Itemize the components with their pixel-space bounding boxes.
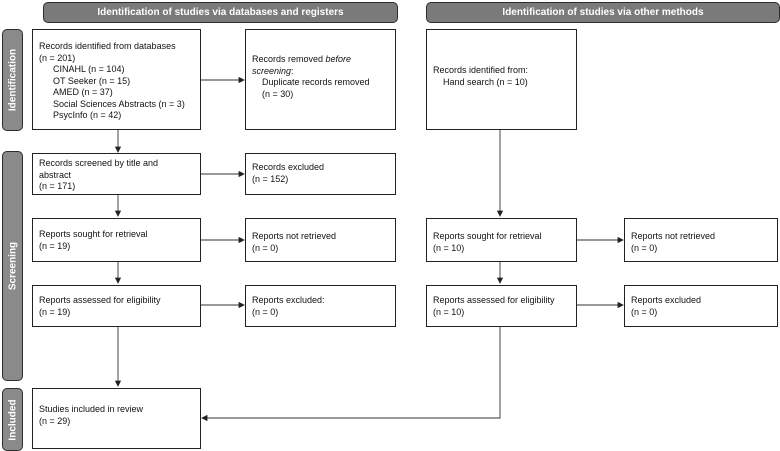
box-reports-excluded-other: Reports excluded (n = 0) (624, 285, 778, 327)
source-item: PsycInfo (n = 42) (53, 110, 122, 120)
box-records-excluded: Records excluded (n = 152) (245, 153, 396, 195)
box-reports-assessed-other: Reports assessed for eligibility (n = 10… (426, 285, 577, 327)
phase-included: Included (2, 388, 23, 451)
box-records-screened: Records screened by title and abstract (… (32, 153, 201, 195)
source-item: OT Seeker (n = 15) (53, 75, 131, 86)
box-reports-excluded-db: Reports excluded: (n = 0) (245, 285, 396, 327)
source-item: CINAHL (n = 104) (53, 64, 125, 74)
header-databases: Identification of studies via databases … (43, 2, 398, 23)
source-item: Social Sciences Abstracts (n = 3) (53, 98, 185, 109)
box-reports-not-retrieved-other: Reports not retrieved (n = 0) (624, 218, 778, 262)
arrow-other-assessed-to-included (201, 327, 501, 422)
box-reports-sought-other: Reports sought for retrieval (n = 10) (426, 218, 577, 262)
box-records-removed: Records removed before screening: Duplic… (245, 29, 396, 130)
header-other-methods: Identification of studies via other meth… (426, 2, 780, 23)
box-studies-included: Studies included in review (n = 29) (32, 388, 201, 449)
box-records-identified-other: Records identified from: Hand search (n … (426, 29, 577, 130)
box-reports-sought-db: Reports sought for retrieval (n = 19) (32, 218, 201, 262)
source-item: AMED (n = 37) (53, 87, 113, 97)
phase-screening: Screening (2, 151, 23, 381)
box-reports-not-retrieved-db: Reports not retrieved (n = 0) (245, 218, 396, 262)
phase-identification: Identification (2, 29, 23, 131)
box-reports-assessed-db: Reports assessed for eligibility (n = 19… (32, 285, 201, 327)
box-records-identified-databases: Records identified from databases (n = 2… (32, 29, 201, 130)
